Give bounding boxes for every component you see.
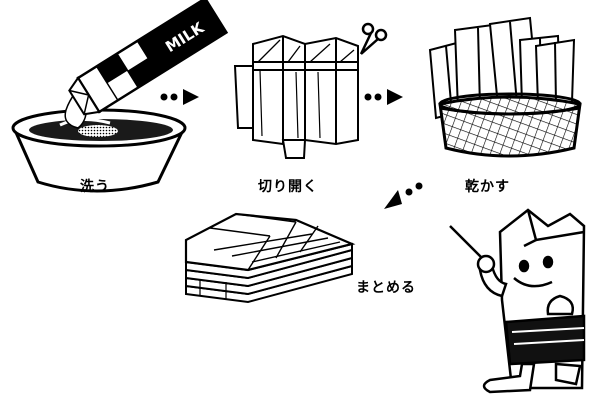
unfolded-carton xyxy=(233,34,359,159)
step-dry xyxy=(428,16,582,158)
step-label-cut-open: 切り開く xyxy=(258,179,318,195)
milk-carton: MILK xyxy=(68,0,229,116)
arrow-right-icon xyxy=(364,89,403,105)
step-label-wash: 洗う xyxy=(80,179,110,195)
carton-mascot xyxy=(449,208,586,394)
step-wash: MILK xyxy=(11,0,229,193)
step-label-bundle: まとめる xyxy=(356,280,416,296)
step-label-dry: 乾かす xyxy=(465,179,510,195)
step-cut-open xyxy=(233,22,388,159)
scissors-icon xyxy=(359,22,388,55)
pointer-stick-icon xyxy=(449,225,487,263)
step-bundle xyxy=(184,212,356,304)
arrow-right-icon xyxy=(160,89,199,105)
arrow-down-left-icon xyxy=(384,182,423,209)
drying-basket xyxy=(438,92,582,158)
